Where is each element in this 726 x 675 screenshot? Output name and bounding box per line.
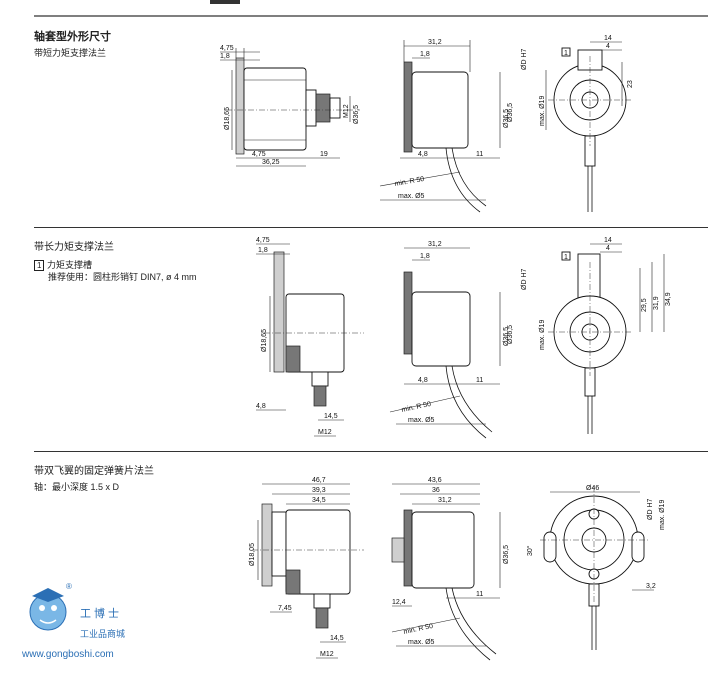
dim-18-c: 1,8 [258, 247, 268, 254]
dim-48-b: 4,8 [256, 403, 266, 410]
side-view-2 [256, 243, 364, 437]
side-view-1 [220, 48, 360, 167]
section-title-3: 带双飞翼的固定弹簧片法兰 [34, 466, 154, 477]
middle-view-1 [379, 40, 501, 213]
dim-365-a: Ø36,5 [353, 105, 360, 124]
dim-349: 34,9 [665, 292, 672, 306]
dim-312-b: 31,2 [428, 241, 442, 248]
note-line2: 推荐使用：圆柱形销钉 DIN7, ø 4 mm [48, 272, 197, 282]
dim-124: 12,4 [392, 599, 406, 606]
callout-1-b: 1 [564, 254, 568, 261]
front-view-3 [540, 486, 654, 650]
dim-32: 3,2 [646, 583, 656, 590]
dim-475-c: 4,75 [256, 237, 270, 244]
dim-d-c: ØD H7 [647, 499, 654, 521]
dim-4-b: 4 [606, 245, 610, 252]
dim-18-a: 1,8 [220, 53, 230, 60]
dim-1805: Ø18,05 [249, 543, 256, 566]
dim-365-c: Ø36,5 [507, 103, 514, 122]
dim-14-b: 14 [604, 237, 612, 244]
divider-1 [34, 227, 708, 228]
dim-max19-a: max. Ø19 [539, 96, 546, 126]
note-1: 1 力矩支撑槽 [34, 258, 92, 271]
watermark-logo [29, 588, 67, 631]
dim-319: 31,9 [653, 296, 660, 310]
dim-436: 43,6 [428, 477, 442, 484]
dim-145-a: 14,5 [324, 413, 338, 420]
dim-475-a: 4,75 [220, 45, 234, 52]
dim-maxo5-a: max. Ø5 [398, 193, 425, 200]
dim-19: 19 [320, 151, 328, 158]
dim-maxo5-c: max. Ø5 [408, 639, 435, 646]
dim-4-a: 4 [606, 43, 610, 50]
dim-m12-c: M12 [320, 651, 334, 658]
dim-23: 23 [627, 80, 634, 88]
dim-1865-a: Ø18,65 [224, 107, 231, 130]
dim-467: 46,7 [312, 477, 326, 484]
dim-m12-a: M12 [343, 104, 350, 118]
dim-minr50-a: min. R 50 [394, 176, 425, 188]
dim-365-f: Ø36,5 [503, 545, 510, 564]
section-subtitle-1: 带短力矩支撑法兰 [34, 48, 107, 58]
dim-3625: 36,25 [262, 159, 280, 166]
dim-365-e: Ø36,5 [507, 325, 514, 344]
dim-1865-b: Ø18,65 [261, 329, 268, 352]
divider-2 [34, 451, 708, 452]
section-title-2: 带长力矩支撑法兰 [34, 242, 114, 253]
dim-11-a: 11 [476, 151, 483, 158]
dim-312-c: 31,2 [438, 497, 452, 504]
dim-365-d: Ø36,5 [503, 327, 510, 346]
dim-30deg: 30° [526, 545, 534, 556]
dim-48-c: 4,8 [418, 377, 428, 384]
dim-312-a: 31,2 [428, 39, 442, 46]
dim-475-b: 4,75 [252, 151, 266, 158]
dim-745: 7,45 [278, 605, 292, 612]
dim-46: Ø46 [586, 485, 599, 492]
dim-14-a: 14 [604, 35, 612, 42]
dim-max19-b: max. Ø19 [539, 320, 546, 350]
dim-365-b: Ø36,5 [503, 109, 510, 128]
note-line1: 力矩支撑槽 [46, 260, 92, 270]
dim-maxo5-b: max. Ø5 [408, 417, 435, 424]
watermark-sub: 工业品商城 [80, 629, 126, 639]
dim-minr50-b: min. R 50 [401, 401, 432, 414]
note-number: 1 [34, 260, 45, 271]
dim-36: 36 [432, 487, 440, 494]
dim-max19-c: max. Ø19 [659, 500, 666, 530]
dim-11-c: 11 [476, 591, 483, 598]
front-view-2 [548, 243, 665, 434]
dim-d-b: ØD H7 [521, 269, 528, 291]
dim-18-d: 1,8 [420, 253, 430, 260]
dim-145-b: 14,5 [330, 635, 344, 642]
middle-view-2 [389, 247, 501, 439]
front-view-1 [545, 41, 632, 212]
dim-m12-b: M12 [318, 429, 332, 436]
watermark-brand: 工博士 [80, 608, 122, 620]
watermark-reg: ® [66, 582, 72, 591]
watermark-url: www.gongboshi.com [22, 649, 114, 660]
dim-minr50-c: min. R 50 [403, 623, 434, 636]
side-view-3 [252, 483, 364, 659]
note-shaft: 轴：最小深度 1.5 x D [34, 482, 120, 492]
dim-393: 39,3 [312, 487, 326, 494]
dim-18-b: 1,8 [420, 51, 430, 58]
middle-view-3 [391, 483, 501, 661]
dim-d-a: ØD H7 [521, 49, 528, 71]
dim-345: 34,5 [312, 497, 326, 504]
callout-1-a: 1 [564, 50, 568, 57]
dim-48-a: 4,8 [418, 151, 428, 158]
section-title-1: 轴套型外形尺寸 [34, 31, 111, 43]
dim-295: 29,5 [641, 298, 648, 312]
dim-11-b: 11 [476, 377, 483, 384]
